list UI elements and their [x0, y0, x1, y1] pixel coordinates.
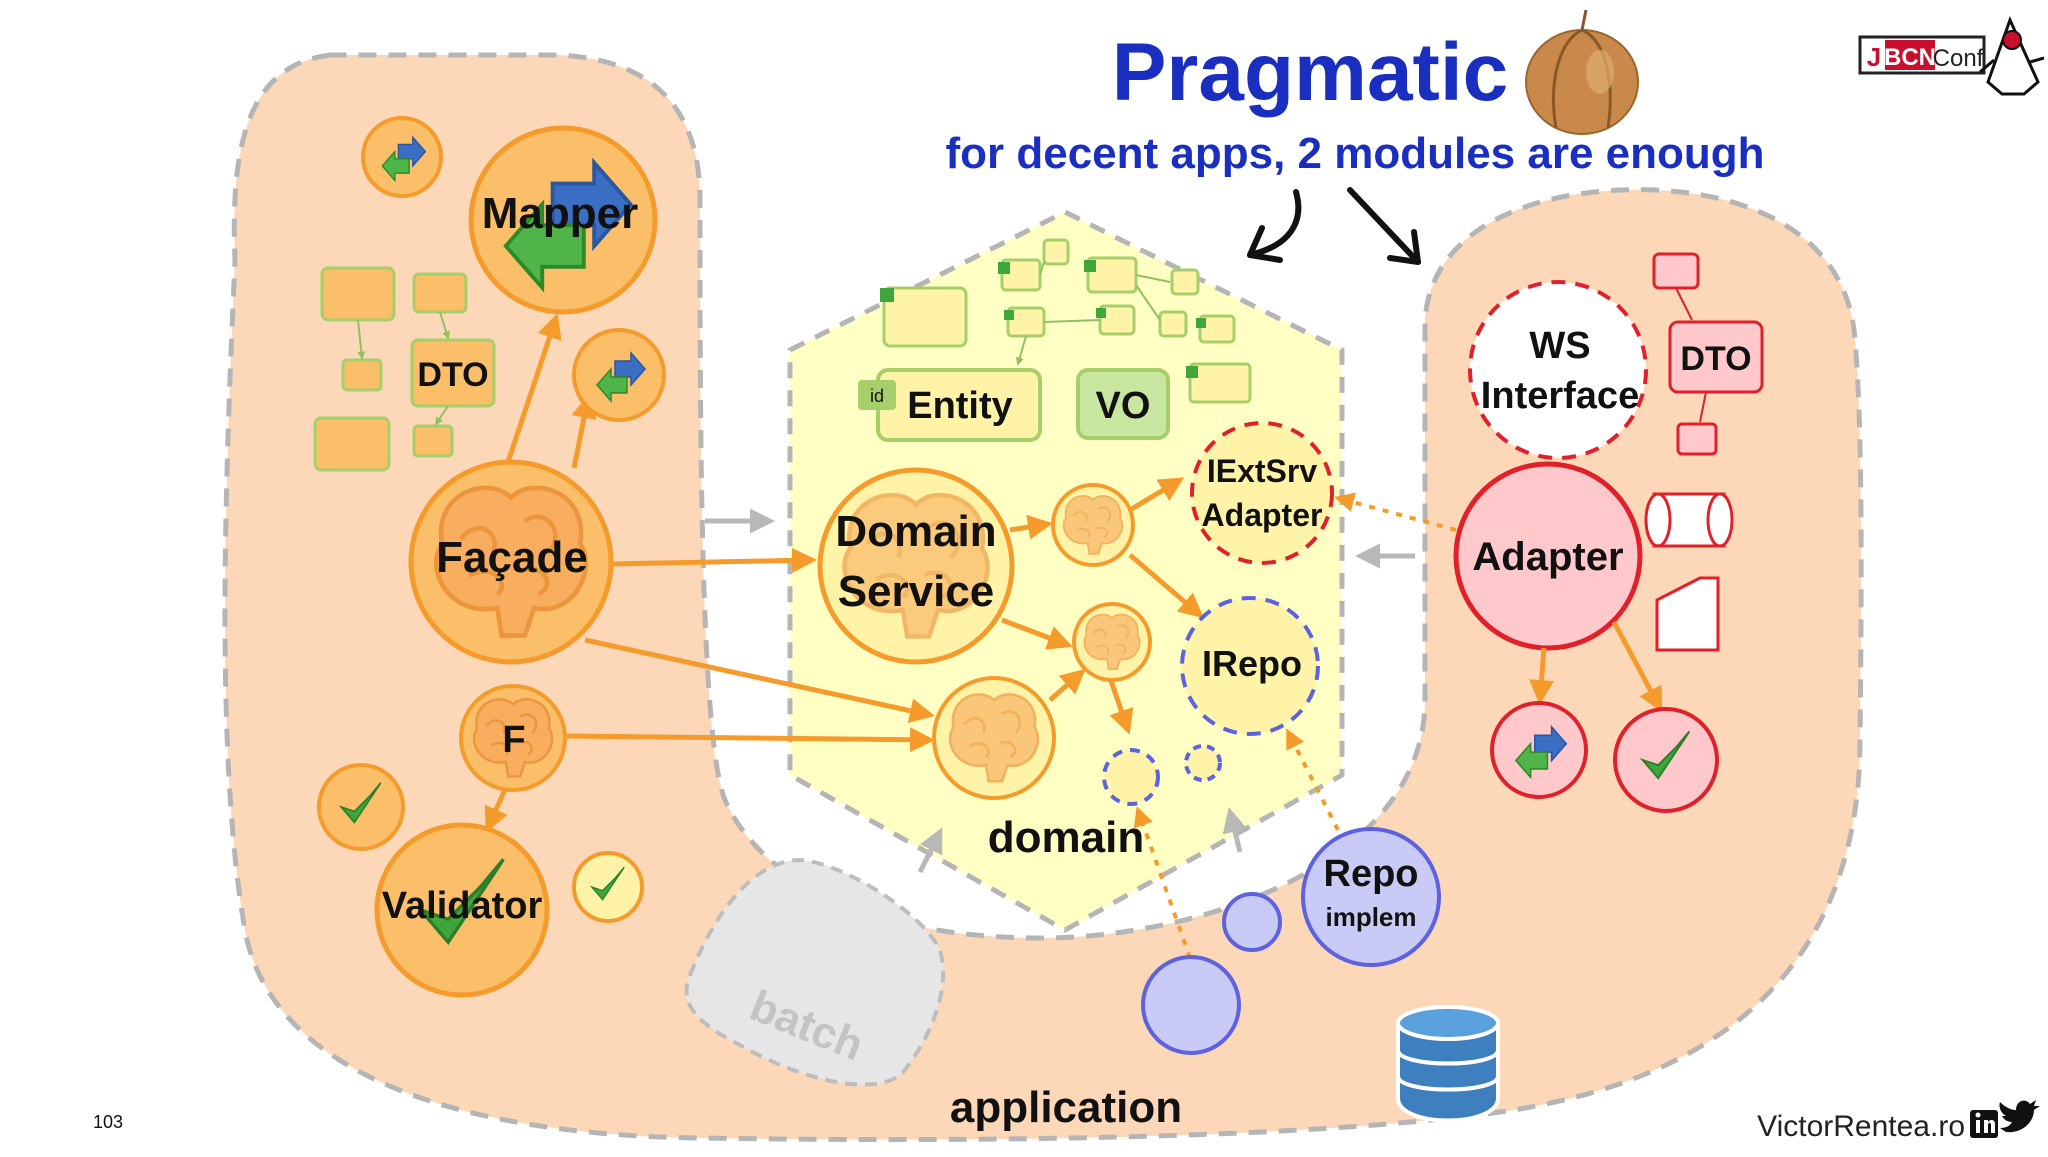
domain-brain-2	[1072, 602, 1152, 682]
svg-text:F: F	[502, 719, 525, 761]
svg-text:Adapter: Adapter	[1202, 497, 1323, 533]
iextsrv-adapter-interface: IExtSrv Adapter	[1190, 421, 1334, 565]
dto-boxes	[313, 266, 496, 472]
right-mapper-circle	[1490, 701, 1588, 799]
pointer-arrows	[1247, 187, 1421, 265]
svg-text:Repo: Repo	[1324, 853, 1419, 895]
page-subtitle: for decent apps, 2 modules are enough	[945, 129, 1764, 178]
adapter-arrows	[1529, 620, 1663, 713]
mapper-node: Mapper	[468, 125, 658, 315]
page-title: Pragmatic	[1112, 27, 1509, 118]
linkedin-icon	[1970, 1110, 1998, 1138]
svg-text:DTO: DTO	[1680, 340, 1751, 378]
jbcn-conf-logo: J BCN Conf	[1858, 35, 1986, 75]
domain-brain-1	[1051, 483, 1135, 567]
svg-text:Service: Service	[838, 567, 995, 616]
check-circle-small	[572, 851, 644, 923]
cylinder-icon	[1644, 492, 1734, 548]
left-dto-label: DTO	[417, 356, 488, 394]
dependency-arrows	[705, 508, 1415, 874]
twitter-icon	[1999, 1100, 2040, 1133]
implements-arrows	[1133, 492, 1457, 959]
facade-node: Façade	[408, 459, 614, 665]
check-circle-left	[317, 763, 405, 851]
document-icon	[1655, 576, 1720, 652]
repo-implem-node: Repo implem	[1301, 827, 1441, 967]
f-node: F	[459, 684, 567, 792]
domain-brain-3	[932, 676, 1056, 800]
svg-text:Façade: Façade	[436, 533, 588, 582]
adapter-node: Adapter	[1453, 461, 1643, 651]
svg-text:Interface: Interface	[1481, 375, 1639, 417]
svg-text:Entity: Entity	[907, 385, 1013, 427]
svg-text:BCN: BCN	[1884, 44, 1936, 71]
svg-text:implem: implem	[1325, 902, 1416, 932]
ws-interface-node: WS Interface	[1468, 280, 1648, 460]
entity-id-badge: id	[870, 386, 884, 406]
svg-text:WS: WS	[1529, 325, 1590, 367]
vo-node: VO	[1076, 368, 1170, 440]
svg-text:IExtSrv: IExtSrv	[1207, 453, 1317, 489]
irepo-interface: IRepo	[1180, 596, 1320, 736]
footer-author: VictorRentea.ro	[1757, 1110, 1965, 1143]
validator-node: Validator	[374, 822, 550, 998]
entity-node: id Entity	[858, 368, 1042, 442]
small-mapper-circle-2	[572, 328, 666, 422]
application-label: application	[950, 1083, 1182, 1132]
domain-service-node: Domain Service	[817, 467, 1015, 665]
domain-arrows	[1001, 477, 1204, 735]
svg-text:Conf: Conf	[1933, 45, 1984, 72]
small-mapper-circle-1	[361, 116, 443, 198]
onion-icon	[1525, 9, 1639, 135]
duke-mascot-icon	[1979, 15, 2045, 96]
svg-text:IRepo: IRepo	[1202, 643, 1302, 684]
domain-label: domain	[988, 813, 1144, 862]
svg-text:Domain: Domain	[835, 507, 996, 556]
small-interfaces	[1102, 744, 1222, 806]
batch-module	[684, 857, 945, 1087]
svg-text:Mapper: Mapper	[482, 189, 638, 238]
right-check-circle	[1613, 707, 1719, 813]
svg-text:J: J	[1867, 42, 1881, 72]
repo-small-circles	[1141, 892, 1282, 1055]
facade-arrows	[484, 313, 935, 833]
right-dto-node: DTO	[1652, 252, 1764, 456]
svg-text:Adapter: Adapter	[1472, 535, 1623, 579]
database-icon	[1396, 1005, 1500, 1123]
svg-text:Validator: Validator	[382, 885, 543, 927]
svg-text:VO: VO	[1096, 385, 1151, 427]
domain-value-boxes	[880, 238, 1252, 404]
slide-number: 103	[93, 1112, 123, 1132]
